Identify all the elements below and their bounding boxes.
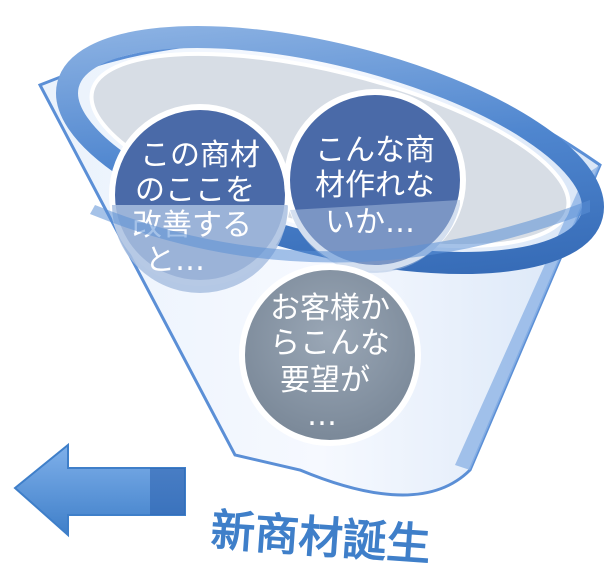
circle-improve-line-1: この商材 — [140, 138, 260, 173]
left-arrow-icon — [13, 442, 186, 538]
circle-customer-line-3: 要望が — [280, 363, 370, 398]
circle-improve-line-4: と… — [145, 243, 205, 278]
circle-new-product-line-2: 材作れな — [315, 168, 435, 203]
circle-customer-line-4: … — [307, 398, 337, 433]
circle-improve: この商材 のここを 改善する と… — [109, 104, 291, 293]
funnel-rim-front — [90, 200, 590, 263]
circle-improve-line-2: のここを — [135, 173, 255, 208]
circle-customer: お客様か らこんな 要望が … — [239, 264, 421, 446]
circle-new-product-line-1: こんな商 — [315, 133, 435, 168]
circle-customer-line-1: お客様か — [270, 291, 390, 326]
funnel-rim-outer — [56, 26, 604, 274]
circle-new-product-line-3: いか… — [325, 205, 415, 240]
circle-customer-line-2: らこんな — [270, 326, 390, 361]
caption: 新商材誕生 — [209, 505, 432, 566]
